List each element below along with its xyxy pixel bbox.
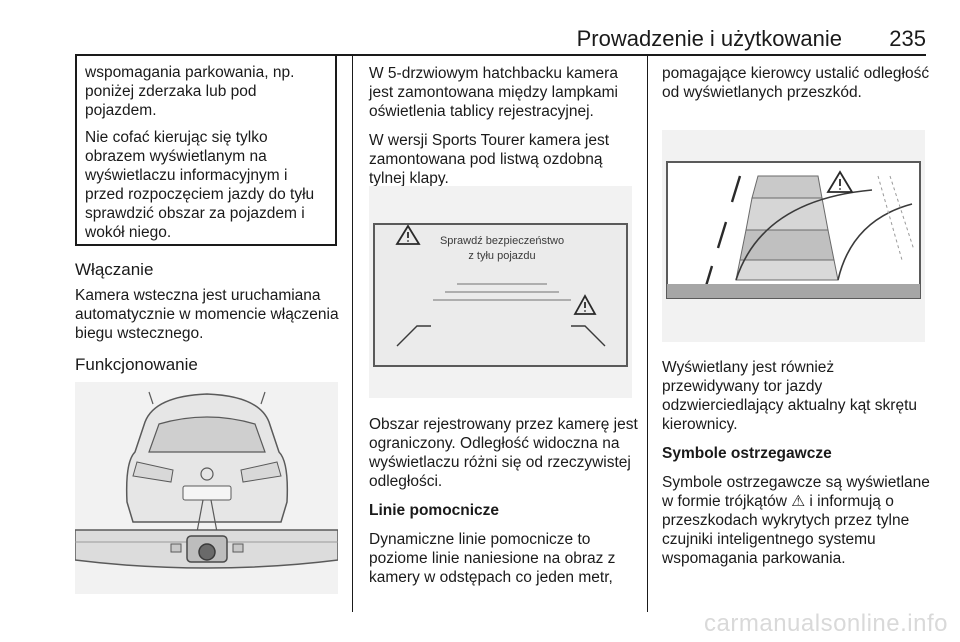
- paragraph-wlaczanie: Kamera wsteczna jest uruchamiana automat…: [75, 287, 339, 342]
- paragraph-linie: Dynamiczne linie pomocnicze to poziome l…: [369, 531, 616, 586]
- paragraph-pomagajace: pomagające kierowcy ustalić odległość od…: [662, 65, 930, 101]
- running-header-title: Prowadzenie i użytkowanie: [576, 26, 842, 51]
- warning-paragraph-2: Nie cofać kierując się tylko obrazem wyś…: [85, 129, 315, 241]
- paragraph-symbole: Symbole ostrzegawcze są wyświetlane w fo…: [662, 473, 932, 568]
- heading-symbole-ostrzegawcze: Symbole ostrzegawcze: [662, 445, 832, 462]
- heading-wlaczanie: Włączanie: [75, 260, 154, 279]
- column-divider-2: [647, 56, 648, 612]
- heading-funkcjonowanie: Funkcjonowanie: [75, 355, 198, 374]
- page-number: 235: [889, 26, 926, 51]
- car-rear-camera-figure: [75, 382, 338, 594]
- warning-triangle-icon: [395, 224, 421, 245]
- column-2-top: W 5-drzwiowym hatchbacku kamera jest zam…: [369, 64, 637, 198]
- warning-box: wspomagania parkowania, np. poniżej zder…: [75, 56, 337, 246]
- paragraph-hatchback: W 5-drzwiowym hatchbacku kamera jest zam…: [369, 65, 618, 120]
- warning-triangle-icon: [826, 170, 854, 193]
- screen-message-line-2: z tyłu pojazdu: [468, 250, 535, 262]
- paragraph-tor-jazdy: Wyświetlany jest również przewidywany to…: [662, 359, 918, 433]
- screen-message-line-1: Sprawdź bezpieczeństwo: [440, 235, 564, 247]
- guide-lines-figure: [662, 130, 925, 342]
- paragraph-symbole-part-2: i informują o przeszkodach wykrytych prz…: [662, 493, 910, 567]
- warning-triangle-icon: ⚠: [791, 493, 806, 510]
- paragraph-obszar: Obszar rejestrowany przez kamerę jest og…: [369, 416, 638, 490]
- column-2-bottom: Obszar rejestrowany przez kamerę jest og…: [369, 415, 641, 597]
- warning-triangle-icon: [573, 294, 597, 315]
- heading-linie-pomocnicze: Linie pomocnicze: [369, 502, 500, 519]
- column-3-bottom: Wyświetlany jest również przewidywany to…: [662, 358, 932, 578]
- column-3-top: pomagające kierowcy ustalić odległość od…: [662, 64, 930, 112]
- warning-paragraph-1: wspomagania parkowania, np. poniżej zder…: [85, 64, 295, 119]
- column-1-body: Włączanie Kamera wsteczna jest uruchamia…: [75, 260, 341, 374]
- header-rule: [75, 54, 926, 56]
- column-divider-1: [352, 56, 353, 612]
- camera-display-figure: Sprawdź bezpieczeństwo z tyłu pojazdu: [369, 186, 632, 398]
- paragraph-sports-tourer: W wersji Sports Tourer kamera jest zamon…: [369, 132, 610, 187]
- paragraph-symbole-part-1: Symbole ostrzegawcze są wyświetlane w fo…: [662, 474, 930, 510]
- watermark: carmanualsonline.info: [704, 610, 948, 637]
